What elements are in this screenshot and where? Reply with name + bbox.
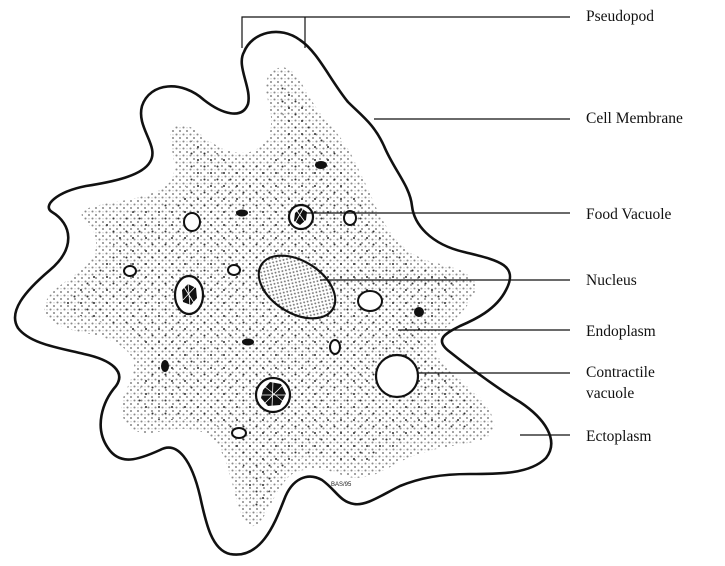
label-contractile-line2: vacuole [586, 385, 634, 402]
label-endoplasm: Endoplasm [586, 323, 656, 340]
artist-credit: BAS/95 [331, 482, 352, 488]
food-vacuole-lower [256, 378, 290, 412]
label-nucleus: Nucleus [586, 272, 637, 289]
label-pseudopod: Pseudopod [586, 8, 654, 25]
food-vacuole-upper [289, 205, 313, 229]
label-ectoplasm: Ectoplasm [586, 428, 651, 445]
contractile-vacuole [376, 355, 418, 397]
food-vacuole-left [175, 276, 203, 314]
label-cell-membrane: Cell Membrane [586, 110, 683, 127]
label-contractile-line1: Contractile [586, 364, 655, 381]
label-food-vacuole: Food Vacuole [586, 206, 672, 223]
